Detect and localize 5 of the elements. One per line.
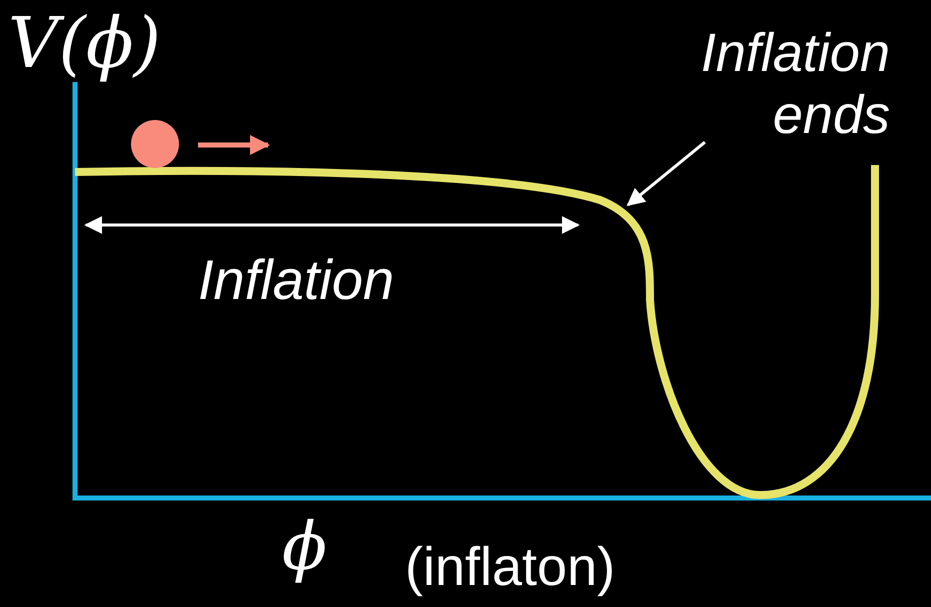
phase-label: Inflation [198, 252, 394, 308]
leader-line [626, 141, 706, 206]
axis-label: (inflaton) [405, 540, 616, 594]
callout-text: Inflation ends [700, 22, 890, 146]
potential-curve [74, 165, 879, 499]
